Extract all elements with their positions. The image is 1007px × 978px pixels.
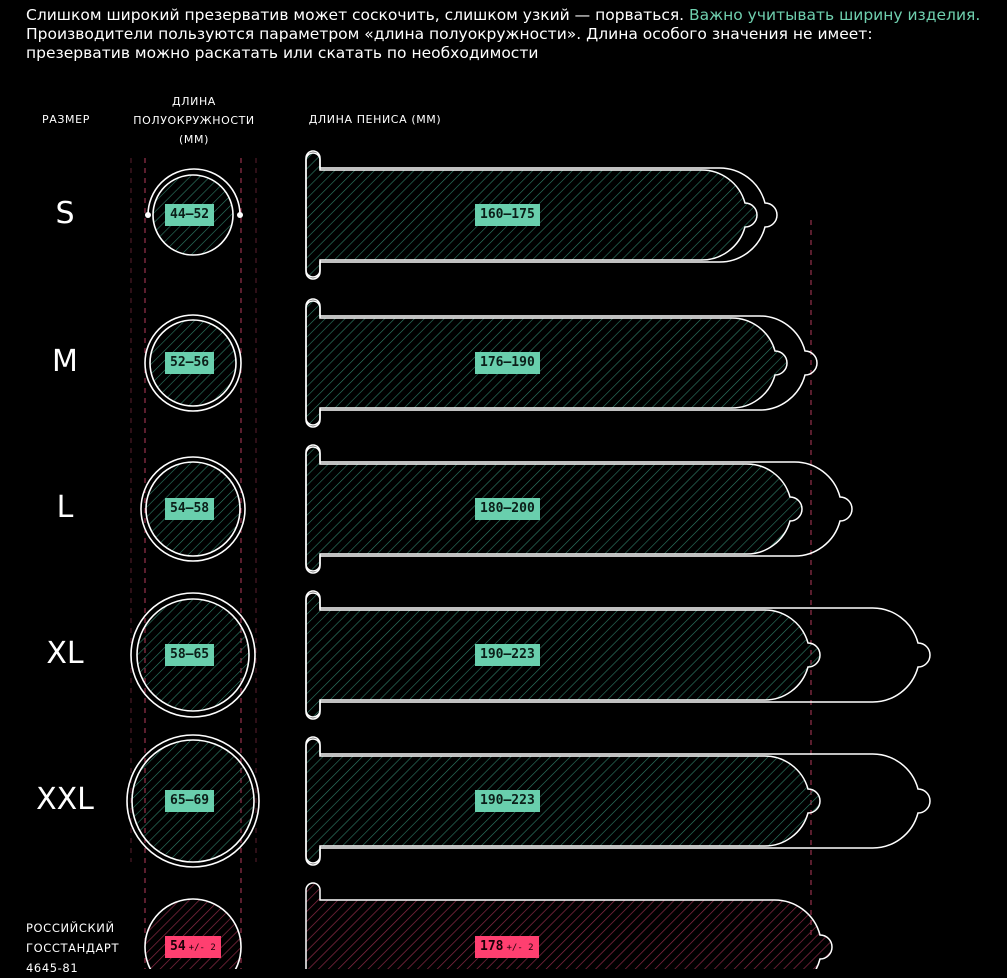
condom-shape — [305, 298, 818, 428]
semicircle-badge: 52–56 — [165, 352, 215, 374]
intro-line1: Слишком широкий презерватив может соскоч… — [26, 6, 685, 24]
gost-label-line2: ГОССТАНДАРТ — [26, 941, 120, 955]
guide-lines — [130, 158, 812, 969]
semicircle-badge-value: 52–56 — [170, 355, 210, 370]
semicircle-badge: 65–69 — [165, 790, 215, 812]
length-badge-value: 190–223 — [480, 793, 535, 808]
standard-semicircle-badge: 54+/- 2 — [165, 936, 221, 958]
length-badge: 160–175 — [475, 204, 540, 226]
header-semicircle: ДЛИНА ПОЛУОКРУЖНОСТИ (ММ) — [124, 92, 264, 149]
gost-label-line3: 4645-81 — [26, 961, 79, 975]
gost-label-line1: РОССИЙСКИЙ — [26, 921, 115, 935]
condom-shape — [305, 444, 853, 574]
semicircle-badge-value: 58–65 — [170, 647, 210, 662]
condom-shape — [305, 590, 931, 720]
intro-highlight: Важно учитывать ширину изделия. — [689, 6, 981, 24]
size-label: M — [52, 344, 78, 379]
semicircle-badge-value: 54–58 — [170, 501, 210, 516]
semicircle-badge-value: 65–69 — [170, 793, 210, 808]
header-semicircle-line1: ДЛИНА — [172, 95, 216, 108]
condom-shape — [305, 736, 931, 866]
size-label: XXL — [36, 782, 94, 817]
standard-length-badge: 178+/- 2 — [475, 936, 539, 958]
length-badge: 190–223 — [475, 644, 540, 666]
semicircle-badge: 54–58 — [165, 498, 215, 520]
condom-shape — [305, 150, 778, 280]
semicircle-badge: 44–52 — [165, 204, 215, 226]
semicircle-badge: 58–65 — [165, 644, 215, 666]
length-badge-value: 180–200 — [480, 501, 535, 516]
standard-length-badge-tolerance: +/- 2 — [506, 943, 534, 953]
standard-semicircle-diagram — [144, 898, 242, 969]
length-badge: 180–200 — [475, 498, 540, 520]
standard-semicircle-badge-tolerance: +/- 2 — [188, 943, 216, 953]
header-length: ДЛИНА ПЕНИСА (ММ) — [308, 113, 442, 126]
standard-length-badge-value: 178 — [480, 939, 504, 954]
intro-text: Слишком широкий презерватив может соскоч… — [26, 6, 986, 63]
semicircle-badge-value: 44–52 — [170, 207, 210, 222]
header-semicircle-line2: ПОЛУОКРУЖНОСТИ — [133, 114, 255, 127]
length-badge: 190–223 — [475, 790, 540, 812]
standard-semicircle-badge-value: 54 — [170, 939, 186, 954]
length-badge: 176–190 — [475, 352, 540, 374]
gost-label: РОССИЙСКИЙ ГОССТАНДАРТ 4645-81 — [26, 918, 136, 978]
length-badge-value: 160–175 — [480, 207, 535, 222]
standard-condom-shape — [305, 882, 833, 969]
length-badge-value: 176–190 — [480, 355, 535, 370]
header-semicircle-line3: (ММ) — [179, 133, 209, 146]
intro-line2: Производители пользуются параметром «дли… — [26, 25, 873, 43]
size-label: L — [56, 490, 74, 525]
intro-line3: презерватив можно раскатать или скатать … — [26, 44, 539, 62]
length-badge-value: 190–223 — [480, 647, 535, 662]
size-label: S — [55, 196, 75, 231]
header-size: РАЗМЕР — [42, 113, 90, 126]
size-label: XL — [46, 636, 84, 671]
